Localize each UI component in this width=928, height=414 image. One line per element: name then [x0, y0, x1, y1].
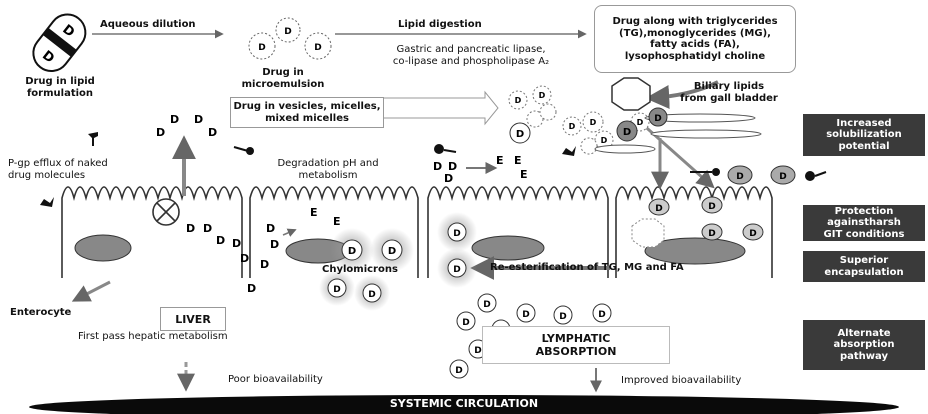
svg-text:E: E	[514, 154, 522, 167]
svg-text:D: D	[569, 122, 576, 131]
svg-text:D: D	[170, 113, 179, 126]
side-increased-solubilization: Increased solubilization potential	[803, 114, 925, 156]
label-pgp-efflux: P-gp efflux of naked drug molecules	[8, 158, 136, 181]
label-first-pass: First pass hepatic metabolism	[78, 331, 228, 343]
svg-text:D: D	[444, 172, 453, 185]
liver-box-text: LIVER	[175, 313, 211, 326]
svg-text:D: D	[208, 126, 217, 139]
label-enzymes: Gastric and pancreatic lipase, co-lipase…	[346, 44, 596, 67]
label-poor-bioavailability: Poor bioavailability	[228, 374, 323, 386]
pgp-transporter-icon	[153, 199, 179, 225]
svg-text:D: D	[433, 160, 442, 173]
svg-text:E: E	[333, 215, 341, 228]
arrow-degradation	[283, 230, 295, 235]
systemic-circulation-label: SYSTEMIC CIRCULATION	[30, 398, 898, 411]
svg-text:D: D	[749, 229, 756, 239]
svg-text:E: E	[520, 168, 528, 181]
svg-text:D: D	[388, 246, 396, 257]
svg-text:D: D	[655, 204, 662, 214]
svg-text:D: D	[601, 136, 608, 145]
svg-text:D: D	[637, 118, 644, 127]
svg-text:D: D	[186, 222, 195, 235]
label-aqueous-dilution: Aqueous dilution	[100, 19, 196, 31]
label-drug-in-lipid: Drug in lipid formulation	[10, 76, 110, 99]
svg-text:E: E	[496, 154, 504, 167]
drug-particles-cells: D D D D	[649, 197, 763, 240]
capsule-icon: D D	[26, 7, 93, 78]
label-drug-in-microemulsion: Drug in microemulsion	[238, 67, 328, 90]
svg-text:D: D	[270, 238, 279, 251]
svg-text:D: D	[260, 258, 269, 271]
lymphatic-absorption-text: LYMPHATIC ABSORPTION	[536, 332, 617, 358]
liver-box: LIVER	[160, 307, 226, 331]
svg-text:D: D	[453, 229, 460, 239]
svg-text:D: D	[156, 126, 165, 139]
svg-text:E: E	[310, 206, 318, 219]
label-lipid-digestion: Lipid digestion	[398, 19, 482, 31]
svg-text:D: D	[539, 91, 546, 100]
triglycerides-box-text: Drug along with triglycerides (TG),monog…	[612, 16, 777, 62]
svg-text:D: D	[216, 234, 225, 247]
svg-text:D: D	[258, 43, 265, 53]
svg-text:D: D	[515, 96, 522, 105]
svg-text:D: D	[598, 310, 605, 320]
svg-text:D: D	[779, 172, 786, 182]
svg-text:D: D	[453, 265, 460, 275]
svg-text:D: D	[474, 346, 481, 356]
svg-text:D: D	[654, 114, 661, 124]
svg-text:D: D	[247, 282, 256, 295]
vesicles-box-text: Drug in vesicles, micelles, mixed micell…	[233, 101, 380, 124]
svg-text:D: D	[559, 312, 566, 322]
side-alternate-absorption: Alternate absorption pathway	[803, 320, 925, 370]
svg-text:D: D	[333, 285, 340, 295]
svg-text:D: D	[266, 222, 275, 235]
svg-text:D: D	[194, 113, 203, 126]
svg-text:D: D	[522, 310, 529, 320]
svg-text:D: D	[348, 246, 356, 257]
svg-text:D: D	[623, 127, 631, 138]
label-chylomicrons: Chylomicrons	[322, 264, 398, 276]
side-protection: Protection againstharsh GIT conditions	[803, 205, 925, 241]
svg-text:D: D	[368, 290, 375, 300]
svg-text:D: D	[462, 318, 469, 328]
label-enterocyte: Enterocyte	[10, 307, 71, 319]
arrow-vesicles	[383, 92, 498, 124]
svg-text:D: D	[314, 43, 321, 53]
svg-text:D: D	[455, 366, 462, 376]
label-improved-bioavailability: Improved bioavailability	[621, 375, 741, 387]
svg-text:D: D	[736, 172, 743, 182]
triglycerides-box: Drug along with triglycerides (TG),monog…	[594, 5, 796, 73]
svg-text:D: D	[232, 237, 241, 250]
svg-text:D: D	[708, 202, 715, 212]
svg-text:D: D	[483, 300, 490, 310]
svg-text:D: D	[708, 229, 715, 239]
svg-text:D: D	[590, 118, 597, 127]
svg-text:D: D	[203, 222, 212, 235]
label-re-esterification: Re-esterification of TG, MG and FA	[490, 262, 684, 274]
svg-text:D: D	[284, 27, 291, 37]
label-biliary-lipids: Biliary lipids from gall bladder	[676, 81, 782, 104]
vesicle-octagon-icon	[612, 78, 650, 110]
arrow-enterocyte	[75, 282, 110, 300]
side-superior-encapsulation: Superior encapsulation	[803, 251, 925, 282]
svg-text:D: D	[516, 129, 524, 140]
svg-text:D: D	[240, 252, 249, 265]
vesicle-in-cell-icon	[632, 219, 664, 247]
lymphatic-absorption-box: LYMPHATIC ABSORPTION	[482, 326, 670, 364]
label-degradation: Degradation pH and metabolism	[268, 158, 388, 181]
vesicles-box: Drug in vesicles, micelles, mixed micell…	[230, 97, 384, 128]
